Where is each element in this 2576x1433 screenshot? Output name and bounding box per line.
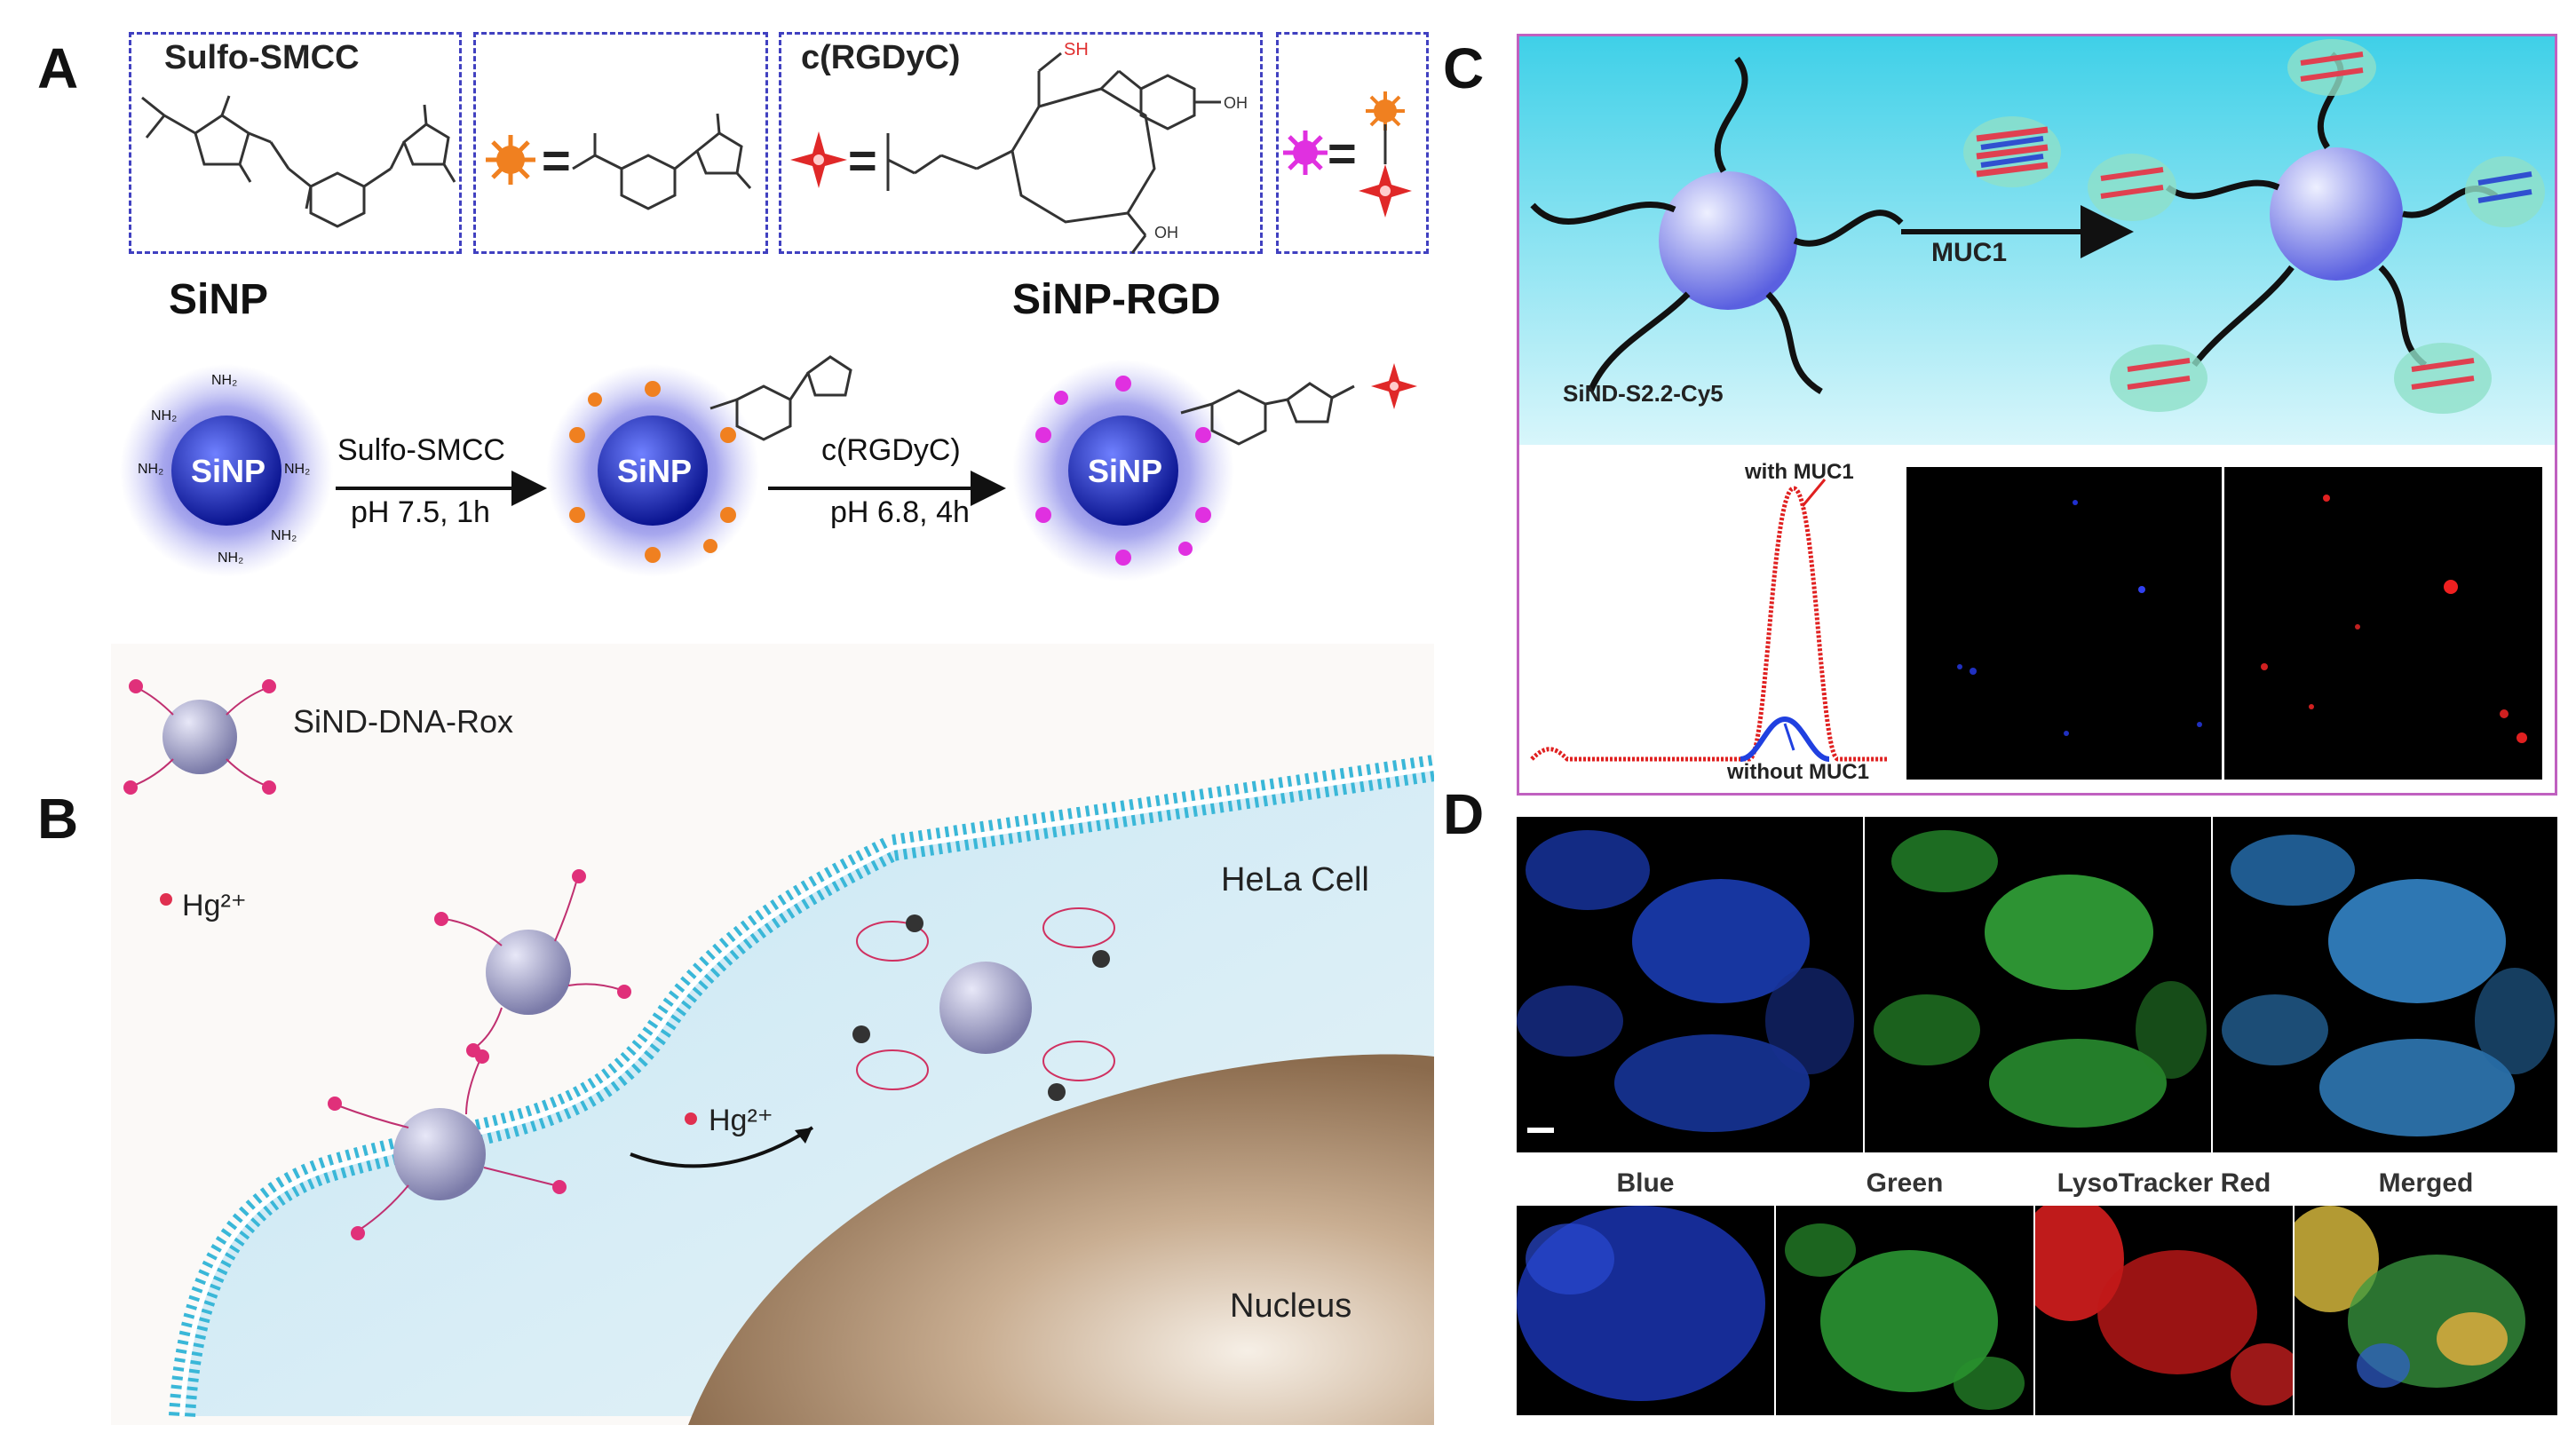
step2-conditions: pH 6.8, 4h [830,495,970,529]
aptamer-binding-diagram [1519,36,2555,445]
sinp-title: SiNP [169,276,269,323]
hg-label-2: Hg²⁺ [709,1104,773,1137]
sulfo-smcc-title: Sulfo-SMCC [164,39,360,76]
nh2-label-bottom: NH₂ [218,550,244,566]
without-muc1-label: without MUC1 [1727,760,1869,784]
panel-letter-a: A [37,36,79,100]
particle-label-3: SiNP [1088,453,1163,489]
sind-muc1-complex [2270,147,2403,281]
hela-cell-label: HeLa Cell [1221,861,1369,899]
nucleus-label: Nucleus [1230,1287,1352,1325]
colocalization-blue [1517,1206,1774,1415]
equals-sign-2: = [848,132,877,188]
maleimide-ring-2 [695,131,743,175]
rgd-title: c(RGDyC) [801,39,961,76]
rgd-star-attached [1371,363,1417,409]
hg-ion-dot-1 [160,893,172,906]
panel-letter-b: B [37,787,79,851]
free-probe-1 [123,679,276,795]
nh2-label-upper-left: NH₂ [151,408,178,424]
fluorescence-image-c-blue [1906,467,2222,780]
step1-reagent: Sulfo-SMCC [337,433,505,467]
sinp-particle-3-core [1068,416,1178,526]
orange-sun-symbol [486,135,535,185]
step1-conditions: pH 7.5, 1h [351,495,490,529]
caption-blue: Blue [1616,1168,1675,1198]
reaction-arrow-b [630,1126,814,1168]
magenta-sun-symbol [1283,131,1328,175]
reaction-scheme [120,355,1417,582]
magenta-sun-markers [1035,376,1211,566]
combined-symbol-box [1276,32,1429,254]
hg-ion-dot-2 [685,1112,697,1125]
nh2-label-right: NH₂ [284,462,311,477]
cyclohexane-ring-1 [309,171,366,228]
without-muc1-curve [1740,716,1830,762]
fluorescence-image-d-cyan [2213,817,2557,1152]
orange-sun-markers [569,381,736,563]
probe-label-b: SiND-DNA-Rox [293,703,514,740]
scale-bar [1527,1128,1554,1133]
combined-orange-sun [1366,91,1405,131]
nh2-label-top: NH₂ [211,373,238,388]
equals-sign-3: = [1328,125,1357,181]
fluorescence-image-d-blue [1517,817,1863,1152]
particle-label-2: SiNP [617,453,693,489]
chemical-structures: SH OH OH [141,40,1412,254]
rgd-macrocycle [1011,87,1156,224]
cell-uptake-diagram [111,644,1434,1425]
panel-letter-d: D [1443,782,1485,846]
colocalization-merged [2295,1206,2557,1415]
equals-sign-1: = [542,132,571,188]
linker-structure-box [473,32,768,254]
carboxyl-oh-label: OH [1154,224,1178,241]
nh2-label-lower-right: NH₂ [271,528,297,543]
sind-particle [1659,171,1797,310]
sulfo-smcc-structure-box [129,32,462,254]
nh2-label-left: NH₂ [138,462,164,477]
rgd-structure-box [779,32,1263,254]
cyclohexane-ring-2 [620,154,677,210]
sh-group-label: SH [1064,40,1089,59]
colocalization-green [1776,1206,2033,1415]
sinp-rgd-title: SiNP-RGD [1012,276,1221,323]
flow-cytometry-plot [1530,479,1887,762]
internalized-probe-1 [328,1049,567,1240]
red-star-symbol [790,131,847,188]
muc1-protein [1963,116,2061,187]
tyrosine-oh-label: OH [1224,94,1248,112]
sinp-particle-2-core [598,416,708,526]
quenched-probe [852,907,1115,1101]
bound-proteins [2088,39,2545,414]
fluorescence-image-c-red [2224,467,2542,780]
membrane-probe-1 [434,869,631,1057]
with-muc1-label: with MUC1 [1745,460,1854,484]
colocalization-lysotracker [2035,1206,2293,1415]
hg-label-1: Hg²⁺ [182,889,247,922]
with-muc1-curve [1530,486,1887,762]
caption-merged: Merged [2378,1168,2474,1198]
sinp-particle-1-core [171,416,281,526]
muc1-arrow-label: MUC1 [1931,238,2008,267]
tyrosine-ring [1139,74,1196,131]
fluorescence-image-d-green [1865,817,2211,1152]
maleimide-ring-1 [402,123,450,166]
combined-red-star [1359,164,1412,218]
caption-green: Green [1866,1168,1944,1198]
particle-label-1: SiNP [191,453,266,489]
caption-lysotracker-red: LysoTracker Red [2057,1168,2271,1198]
nucleus [688,1054,1434,1425]
sind-probe-label: SiND-S2.2-Cy5 [1563,380,1724,407]
succinimide-ring [194,114,250,166]
panel-letter-c: C [1443,36,1485,100]
step2-reagent: c(RGDyC) [821,433,961,467]
